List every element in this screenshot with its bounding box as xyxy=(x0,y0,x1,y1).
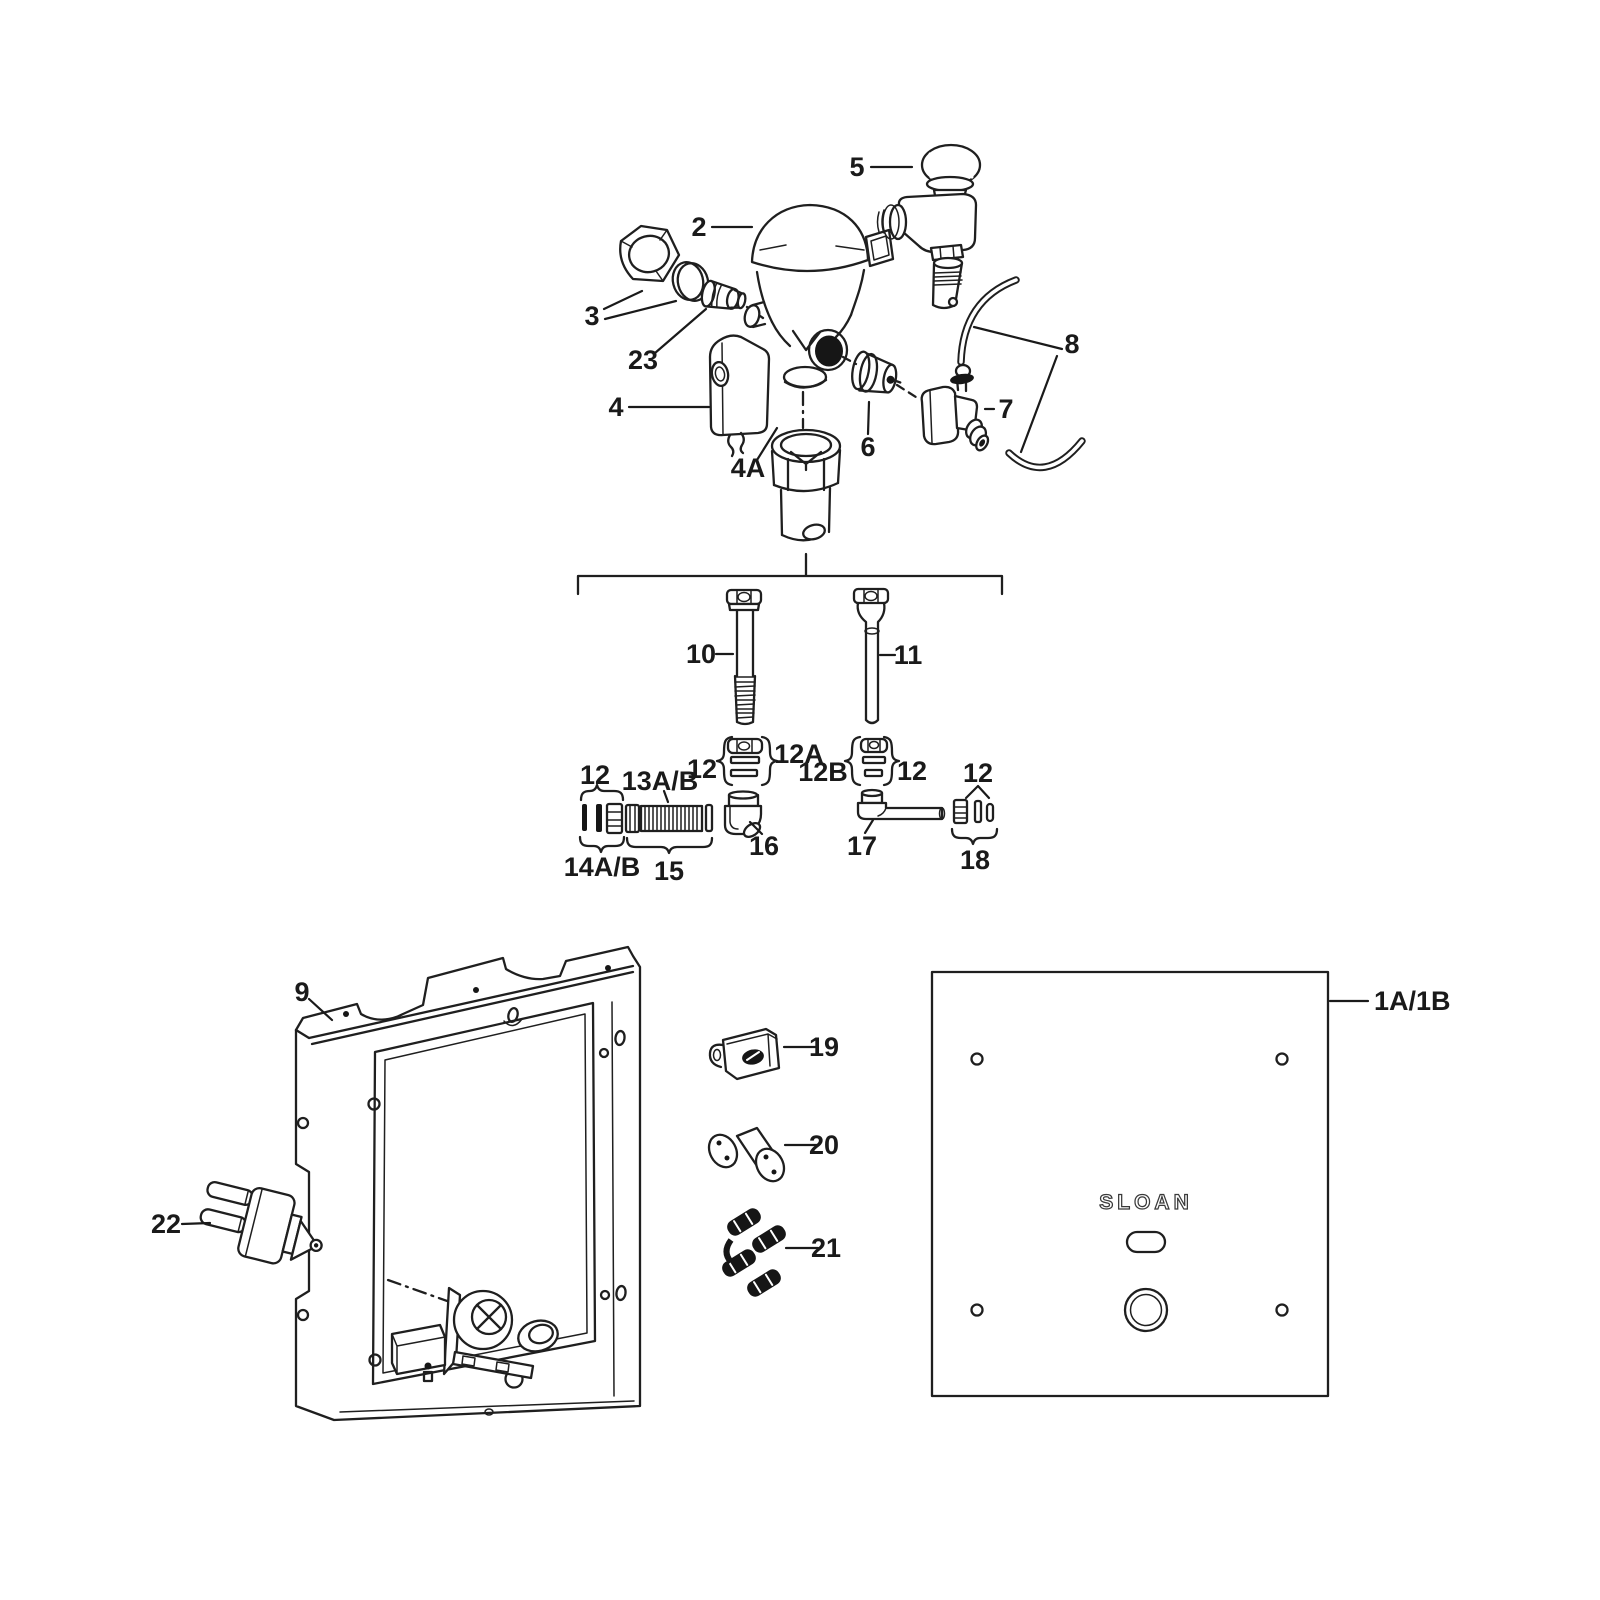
part-20-screws xyxy=(707,1126,786,1183)
callout-15: 15 xyxy=(654,856,684,886)
part-12b-coupling-group xyxy=(859,737,889,778)
override-button-inner xyxy=(1129,1293,1163,1327)
callout-12-right: 12 xyxy=(963,758,993,788)
sensor-window xyxy=(1125,1230,1167,1254)
frame-internal-mechanism xyxy=(386,1278,559,1383)
valve-side-port-ring xyxy=(807,328,849,372)
callout-8: 8 xyxy=(1064,329,1079,359)
part-3-gasket xyxy=(671,261,710,302)
callout-23: 23 xyxy=(628,345,658,375)
part-2-valve-body xyxy=(743,203,895,389)
callout-labels: 2 3 23 4 4A 5 6 7 8 10 11 12 13A/B 14A/B… xyxy=(151,152,1451,1263)
part-22-connector xyxy=(199,1181,323,1265)
group-bracket xyxy=(576,552,1004,596)
part-8-tubing xyxy=(957,276,1086,472)
brace-18-under xyxy=(950,827,999,846)
part-1ab-cover-plate: SLOAN xyxy=(930,970,1330,1398)
part-15-hose-assembly xyxy=(624,803,714,834)
callout-18: 18 xyxy=(960,845,990,875)
part-7-fitting xyxy=(920,363,990,452)
callout-19: 19 xyxy=(809,1032,839,1062)
callout-20: 20 xyxy=(809,1130,839,1160)
leader-12-right xyxy=(964,784,991,800)
leader-lines xyxy=(180,165,1370,1250)
callout-13ab: 13A/B xyxy=(622,766,699,796)
part-3-coupling-nut xyxy=(619,224,681,283)
part-19-clip-nut xyxy=(708,1027,781,1081)
valve-side-port-opening xyxy=(815,335,843,367)
part-17-elbow-tube xyxy=(856,788,946,821)
part-6-insert xyxy=(851,350,902,394)
callout-4a: 4A xyxy=(731,453,766,483)
callout-16: 16 xyxy=(749,831,779,861)
brace-14ab-under xyxy=(578,835,626,854)
part-21-wire-connectors xyxy=(722,1208,786,1297)
sloan-logo: SLOAN xyxy=(1099,1191,1193,1214)
callout-6: 6 xyxy=(860,432,875,462)
callout-12b: 12B xyxy=(798,757,848,787)
brace-12a-left xyxy=(715,735,734,787)
part-18-fittings xyxy=(952,798,995,825)
part-23-plug xyxy=(700,279,747,310)
part-10-threaded-tailpiece xyxy=(725,588,763,726)
brace-15-under xyxy=(625,836,714,855)
callout-22: 22 xyxy=(151,1209,181,1239)
override-button-outer xyxy=(1123,1287,1169,1333)
solenoid-wires xyxy=(727,431,745,458)
part-4a-tailpiece xyxy=(770,390,842,542)
callout-5: 5 xyxy=(849,152,864,182)
part-12a-coupling-group xyxy=(726,737,764,778)
brace-12a-right xyxy=(760,735,779,787)
callout-2: 2 xyxy=(691,212,706,242)
part-5-control-stop xyxy=(876,143,982,262)
part-16-elbow xyxy=(723,790,763,839)
callout-12-mid-left: 12 xyxy=(687,754,717,784)
callout-21: 21 xyxy=(811,1233,841,1263)
callout-11: 11 xyxy=(894,640,923,670)
callout-17: 17 xyxy=(847,831,877,861)
assembly-axis-dash-6b xyxy=(895,383,921,401)
brace-12b-right xyxy=(882,735,901,787)
callout-4: 4 xyxy=(608,392,623,422)
callout-12a: 12A xyxy=(774,739,824,769)
part-5-sleeve xyxy=(931,256,964,310)
callout-12-left: 12 xyxy=(580,760,610,790)
callout-7: 7 xyxy=(998,394,1013,424)
callout-1a1b: 1A/1B xyxy=(1374,986,1451,1016)
callout-3: 3 xyxy=(584,301,599,331)
callout-12-mid-right: 12 xyxy=(897,756,927,786)
part-11-smooth-tailpiece xyxy=(852,587,890,725)
callout-14ab: 14A/B xyxy=(564,852,641,882)
part-4-solenoid xyxy=(708,334,771,458)
assembly-axis-dash-6a xyxy=(841,355,858,366)
callout-9: 9 xyxy=(294,977,309,1007)
part-14ab-fittings xyxy=(582,802,624,835)
part-9-mounting-frame xyxy=(294,945,642,1422)
brace-12-left-over xyxy=(579,783,625,802)
brace-12b-left xyxy=(843,735,862,787)
callout-10: 10 xyxy=(686,639,716,669)
